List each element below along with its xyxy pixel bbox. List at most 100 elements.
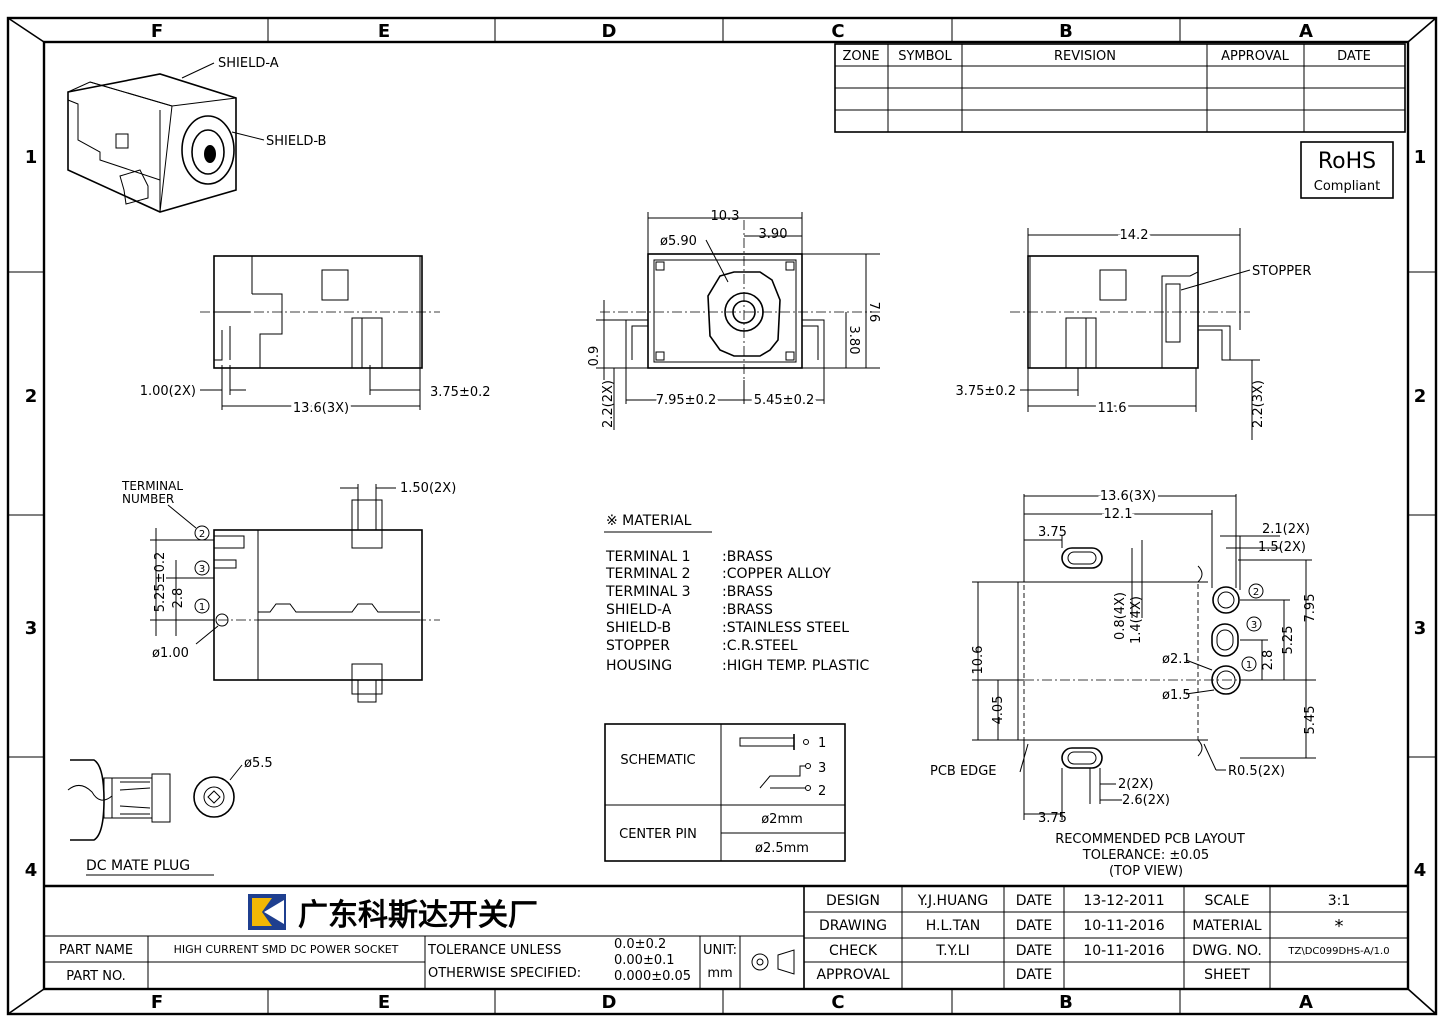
part-name-label: PART NAME [59, 943, 133, 958]
col-label-bottom: C [831, 992, 844, 1013]
col-label-bottom: A [1299, 992, 1313, 1013]
dim-hole-diameter: ø5.90 [660, 234, 697, 249]
mate-plug-label: DC MATE PLUG [86, 858, 190, 874]
dim-15: 1.5(2X) [1258, 540, 1306, 555]
check-value: T.Y.LI [935, 943, 969, 959]
dim-offset: 3.75±0.2 [430, 385, 491, 400]
sheet-label: SHEET [1204, 967, 1250, 983]
col-label-top: B [1059, 21, 1073, 42]
revision-header: APPROVAL [1221, 49, 1290, 64]
center-pin-label: CENTER PIN [619, 827, 697, 842]
revision-header: SYMBOL [898, 49, 952, 64]
material-part: TERMINAL 3 [605, 584, 691, 600]
scale-label: SCALE [1205, 893, 1250, 909]
dim-d21: ø2.1 [1162, 652, 1191, 667]
col-label-top: C [831, 21, 844, 42]
date-label: DATE [1016, 943, 1052, 959]
tolerance-c: 0.000±0.05 [614, 969, 691, 984]
dim-height: 7.6 [866, 302, 881, 323]
material-part: SHIELD-B [606, 620, 671, 636]
dim-525: 5.25 [1281, 626, 1296, 655]
company-name: 广东科斯达开关厂 [298, 898, 538, 933]
design-label: DESIGN [826, 893, 880, 909]
col-label-bottom: E [378, 992, 390, 1013]
row-label-right: 2 [1414, 386, 1427, 407]
title-block: 广东科斯达开关厂 PART NAME HIGH CURRENT SMD DC P… [44, 884, 1408, 989]
projection-symbol-icon [751, 949, 795, 975]
dim-overall: 13.6(3X) [1100, 489, 1156, 504]
material-value: :BRASS [722, 602, 773, 618]
dim-offset: 3.75±0.2 [955, 384, 1016, 399]
dim-525: 5.25±0.2 [153, 552, 168, 613]
dim-21: 2.1(2X) [1262, 522, 1310, 537]
check-label: CHECK [829, 943, 878, 959]
revision-header: DATE [1337, 49, 1371, 64]
dim-r05: R0.5(2X) [1228, 764, 1285, 779]
front-view: 10.3 ø5.90 3.90 7.6 3.80 0.9 2.2(2X) 7.9… [587, 209, 881, 430]
company-logo [248, 894, 286, 930]
pcb-view-note: (TOP VIEW) [1109, 864, 1183, 879]
outer-border [6, 16, 1438, 1016]
dim-08: 0.8(4X) [1113, 592, 1128, 640]
material-part: TERMINAL 1 [605, 549, 691, 565]
side-view-left: 1.00(2X) 3.75±0.2 13.6(3X) [140, 255, 491, 419]
row-label-left: 1 [25, 147, 38, 168]
rohs-badge: RoHS Compliant [1300, 141, 1394, 199]
dim-length: 13.6(3X) [293, 401, 349, 416]
row-label-left: 4 [25, 860, 38, 881]
drawing-label: DRAWING [819, 918, 887, 934]
tolerance-line2: OTHERWISE SPECIFIED: [428, 966, 581, 981]
material-part: SHIELD-A [606, 602, 672, 618]
pin-option: ø2mm [761, 812, 803, 827]
unit-label: UNIT: [703, 943, 737, 958]
schematic-label: SCHEMATIC [620, 753, 695, 768]
material-value: :COPPER ALLOY [722, 566, 831, 582]
date-design: 13-12-2011 [1083, 893, 1164, 909]
dim-leg: 2.2(3X) [1251, 380, 1266, 428]
part-no-label: PART NO. [66, 969, 126, 984]
material-value: :STAINLESS STEEL [722, 620, 849, 636]
material-part: HOUSING [606, 658, 672, 674]
material-value: * [1335, 916, 1344, 937]
dim-tab-width: 1.50(2X) [400, 481, 456, 496]
material-value: :BRASS [722, 584, 773, 600]
scale-value: 3:1 [1328, 893, 1351, 909]
dim-center-height: 3.80 [846, 326, 861, 355]
material-list: ※ MATERIAL TERMINAL 1 :BRASS TERMINAL 2 … [604, 513, 870, 674]
revision-header: ZONE [842, 49, 879, 64]
row-label-right: 1 [1414, 147, 1427, 168]
schematic-table: SCHEMATIC CENTER PIN ø2mm ø2.5mm 1 3 2 [604, 723, 846, 862]
dim-106: 10.6 [971, 646, 986, 675]
schematic-pin-2: 2 [818, 784, 826, 799]
label-terminal: TERMINAL [121, 479, 183, 493]
dim-width: 10.3 [711, 209, 740, 224]
material-value: :HIGH TEMP. PLASTIC [722, 658, 870, 674]
pcb-caption: RECOMMENDED PCB LAYOUT [1055, 832, 1245, 847]
pin-option: ø2.5mm [755, 841, 809, 856]
col-label-top: E [378, 21, 390, 42]
rohs-title: RoHS [1318, 149, 1376, 174]
pcb-tolerance: TOLERANCE: ±0.05 [1082, 848, 1209, 863]
material-title: ※ MATERIAL [606, 513, 692, 529]
schematic-pin-3: 3 [818, 761, 826, 776]
dim-545: 5.45 [1303, 706, 1318, 735]
revision-table: ZONE SYMBOL REVISION APPROVAL DATE [834, 43, 1406, 133]
dwg-no-label: DWG. NO. [1192, 943, 1262, 959]
dim-375-top: 3.75 [1038, 525, 1067, 540]
date-label: DATE [1016, 918, 1052, 934]
terminal-number-2: 2 [199, 529, 205, 540]
dwg-no-value: TZ\DC099DHS-A/1.0 [1287, 946, 1389, 957]
drawing-value: H.L.TAN [926, 918, 981, 934]
dim-28: 2.8 [1261, 650, 1276, 671]
row-label-left: 2 [25, 386, 38, 407]
tolerance-line1: TOLERANCE UNLESS [427, 943, 561, 958]
dim-405: 4.05 [991, 696, 1006, 725]
pcb-terminal-1: 1 [1246, 660, 1252, 671]
col-label-bottom: B [1059, 992, 1073, 1013]
dim-2: 2(2X) [1118, 777, 1154, 792]
label-number: NUMBER [122, 492, 174, 506]
terminal-number-1: 1 [199, 602, 205, 613]
dim-d15: ø1.5 [1162, 688, 1191, 703]
material-label: MATERIAL [1192, 918, 1261, 934]
